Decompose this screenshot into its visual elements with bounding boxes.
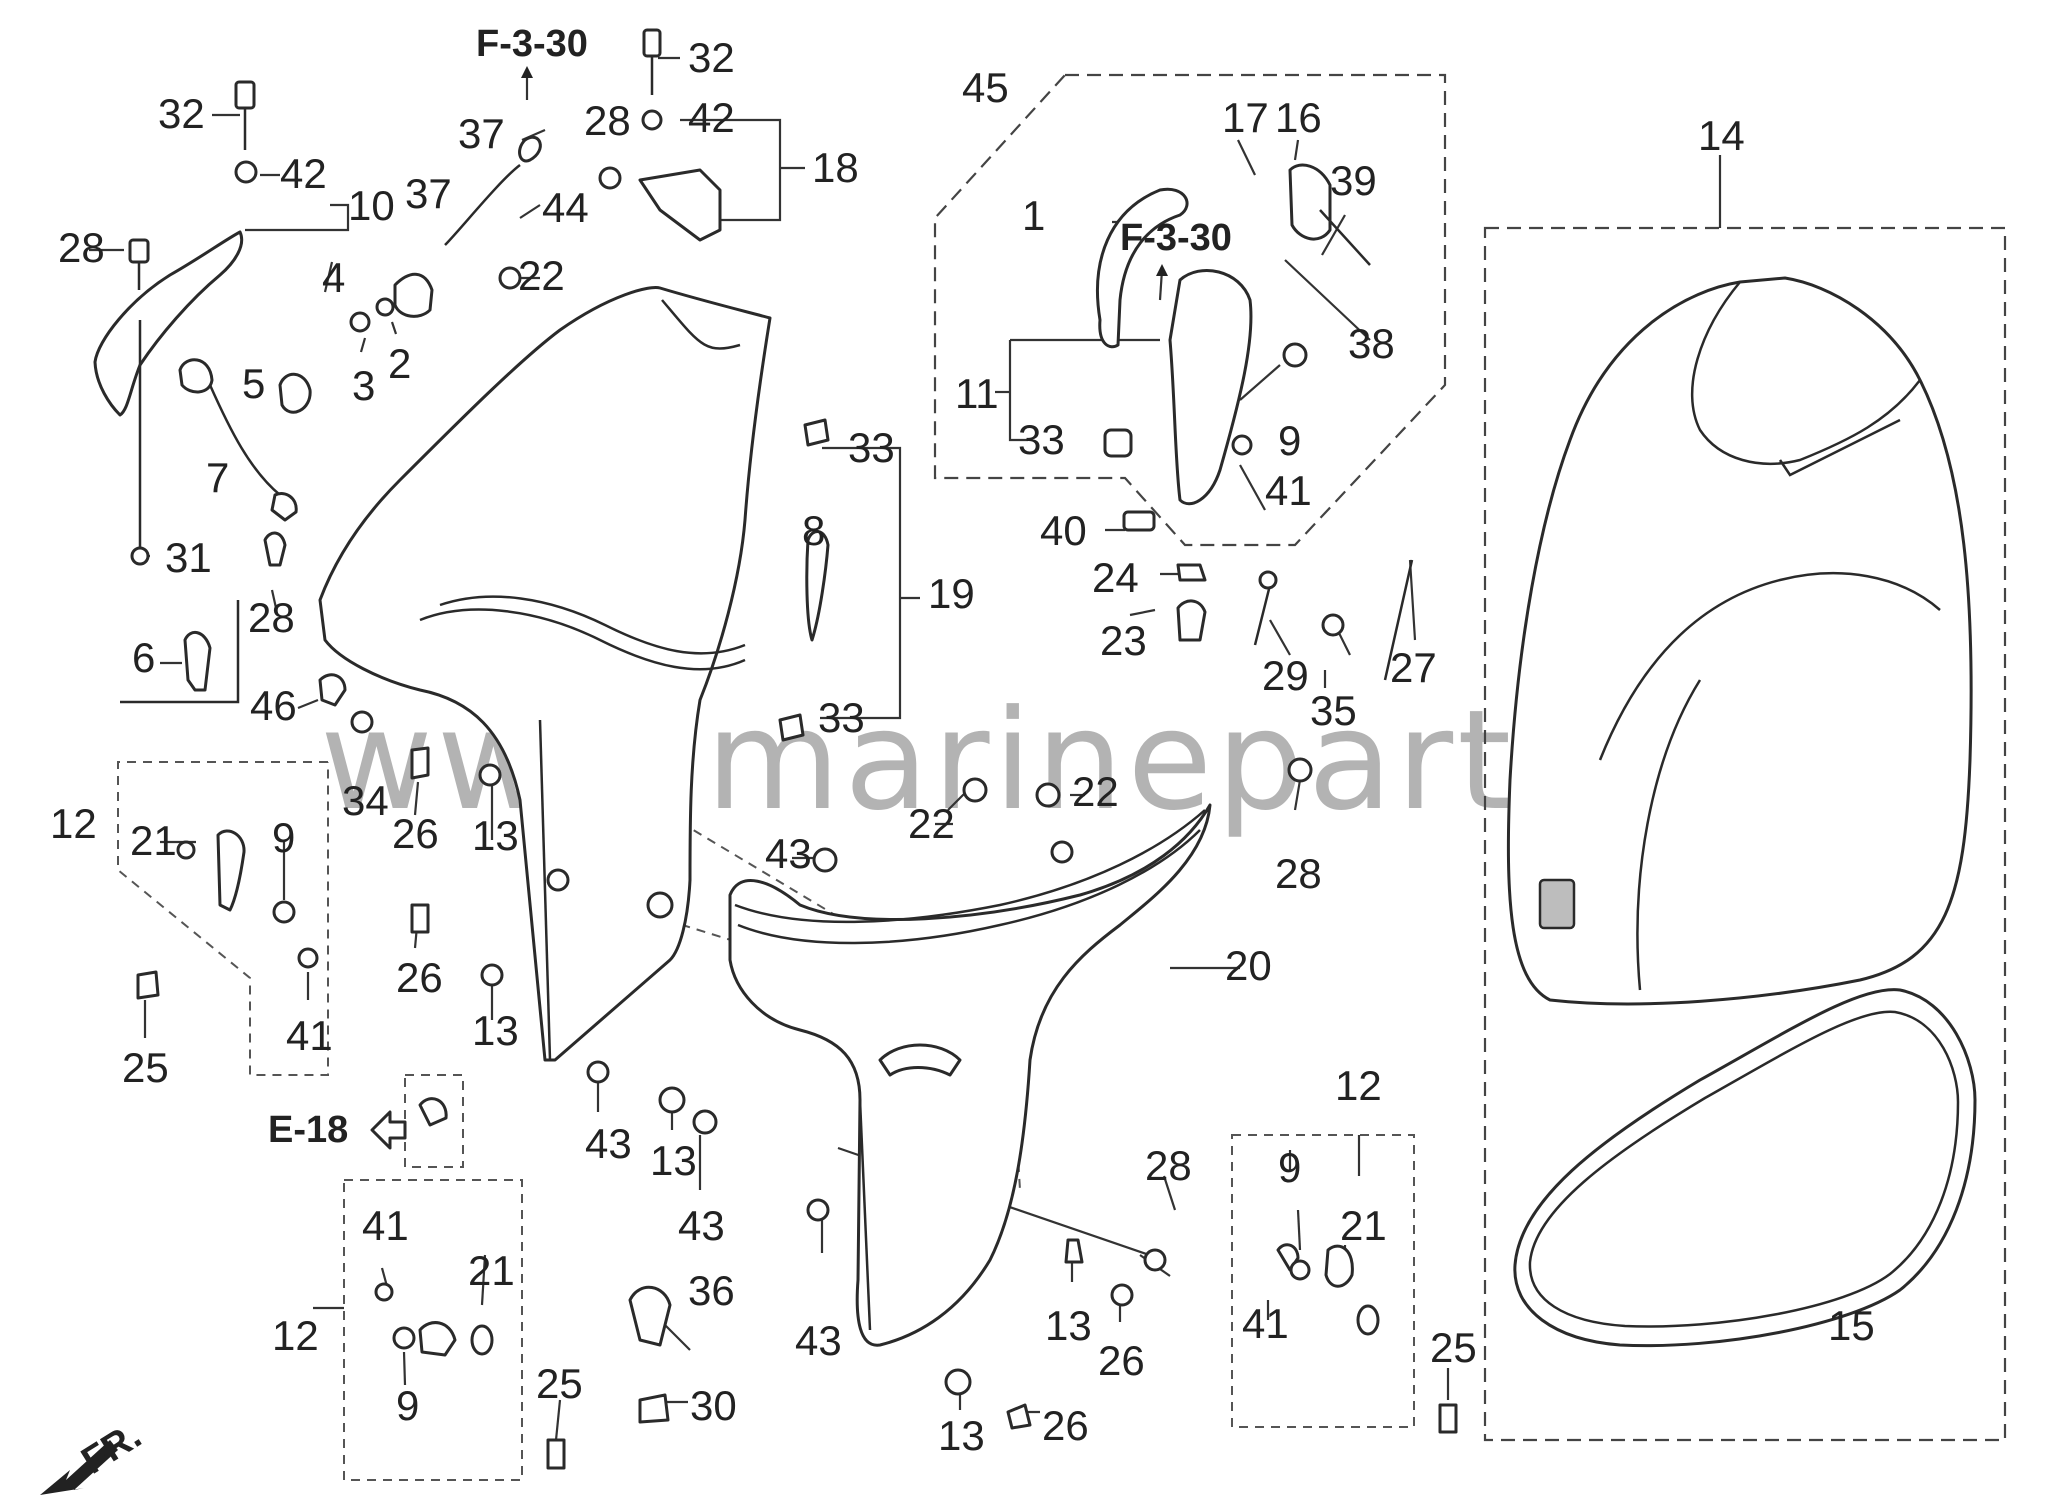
callout-40: 40 — [1040, 507, 1087, 554]
callout-23: 23 — [1100, 617, 1147, 664]
callout-25-left: 25 — [122, 1044, 169, 1091]
callout-25-bottom: 25 — [536, 1360, 583, 1407]
callout-6: 6 — [132, 634, 155, 681]
callout-42b: 42 — [688, 94, 735, 141]
callout-14: 14 — [1698, 112, 1745, 159]
callout-26d: 26 — [1042, 1402, 1089, 1449]
top-cowl-14 — [1506, 276, 1973, 1006]
bracket-10 — [93, 230, 244, 560]
callout-17: 17 — [1222, 94, 1269, 141]
callout-45: 45 — [962, 64, 1009, 111]
callout-32b: 32 — [688, 34, 735, 81]
callout-8: 8 — [802, 507, 825, 554]
callout-12-right: 12 — [1335, 1062, 1382, 1109]
callout-39: 39 — [1330, 157, 1377, 204]
callout-12-left: 12 — [50, 800, 97, 847]
callout-41-right: 41 — [1242, 1300, 1289, 1347]
callout-2: 2 — [388, 340, 411, 387]
callout-28a: 28 — [58, 224, 105, 271]
callout-33c: 33 — [1018, 416, 1065, 463]
callout-22b: 22 — [908, 800, 955, 847]
callout-18: 18 — [812, 144, 859, 191]
callout-4: 4 — [322, 254, 345, 301]
callout-labels: 1 2 3 4 5 6 7 8 9 9 9 9 10 11 12 12 12 1… — [50, 34, 1875, 1459]
callout-34: 34 — [342, 777, 389, 824]
callout-13e: 13 — [938, 1412, 985, 1459]
callout-30: 30 — [690, 1382, 737, 1429]
callout-15: 15 — [1828, 1302, 1875, 1349]
callout-43d: 43 — [795, 1317, 842, 1364]
reference-arrows — [521, 66, 1168, 301]
callout-13c: 13 — [650, 1137, 697, 1184]
callout-43b: 43 — [678, 1202, 725, 1249]
callout-13b: 13 — [472, 1007, 519, 1054]
ref-f-3-30-group: F-3-30 — [1120, 217, 1232, 259]
callout-21-left: 21 — [130, 817, 177, 864]
callout-42a: 42 — [280, 150, 327, 197]
callout-9-left: 9 — [272, 814, 295, 861]
callout-22a: 22 — [518, 252, 565, 299]
cowl-seal-15 — [1513, 988, 1977, 1348]
callout-9-group: 9 — [1278, 417, 1301, 464]
callout-13a: 13 — [472, 812, 519, 859]
callout-41-bottom: 41 — [362, 1202, 409, 1249]
callout-43a: 43 — [585, 1120, 632, 1167]
callout-21-bottom: 21 — [468, 1247, 515, 1294]
callout-19: 19 — [928, 570, 975, 617]
callout-26b: 26 — [396, 954, 443, 1001]
callout-11: 11 — [955, 370, 999, 417]
callout-35: 35 — [1310, 687, 1357, 734]
e18-arrow — [370, 1110, 407, 1150]
lower-cover-20 — [728, 803, 1212, 1347]
callout-9-bottom: 9 — [396, 1382, 419, 1429]
callout-22c: 22 — [1072, 768, 1119, 815]
callout-7: 7 — [206, 454, 229, 501]
callout-26c: 26 — [1098, 1337, 1145, 1384]
callout-43c: 43 — [765, 830, 812, 877]
callout-41-group: 41 — [1265, 467, 1312, 514]
callout-21-right: 21 — [1340, 1202, 1387, 1249]
callout-12-bottom: 12 — [272, 1312, 319, 1359]
callout-1: 1 — [1022, 192, 1045, 239]
callout-27: 27 — [1390, 644, 1437, 691]
callout-28b: 28 — [584, 97, 631, 144]
callout-25-right: 25 — [1430, 1324, 1477, 1371]
callout-33a: 33 — [848, 424, 895, 471]
callout-24: 24 — [1092, 554, 1139, 601]
callout-37a: 37 — [458, 110, 505, 157]
callout-28d: 28 — [1275, 850, 1322, 897]
callout-13d: 13 — [1045, 1302, 1092, 1349]
ref-e-18: E-18 — [268, 1109, 348, 1151]
callout-28c: 28 — [248, 594, 295, 641]
rear-cover-19 — [318, 286, 772, 1062]
callout-44: 44 — [542, 184, 589, 231]
callout-16: 16 — [1275, 94, 1322, 141]
callout-10: 10 — [348, 182, 395, 229]
callout-20: 20 — [1225, 942, 1272, 989]
ref-f-3-30-top: F-3-30 — [476, 23, 588, 65]
callout-37b: 37 — [405, 170, 452, 217]
callout-31: 31 — [165, 534, 212, 581]
callout-26a: 26 — [392, 810, 439, 857]
callout-29: 29 — [1262, 652, 1309, 699]
callout-46: 46 — [250, 682, 297, 729]
callout-5: 5 — [242, 360, 265, 407]
leader-lines — [89, 56, 1860, 1441]
callout-41-left: 41 — [286, 1012, 333, 1059]
callout-28e: 28 — [1145, 1142, 1192, 1189]
callout-32a: 32 — [158, 90, 205, 137]
callout-9-right: 9 — [1278, 1144, 1301, 1191]
callout-38: 38 — [1348, 320, 1395, 367]
callout-36: 36 — [688, 1267, 735, 1314]
callout-3: 3 — [352, 362, 375, 409]
fasteners — [128, 28, 1458, 1470]
callout-33b: 33 — [818, 694, 865, 741]
front-direction-arrow — [40, 1440, 118, 1495]
